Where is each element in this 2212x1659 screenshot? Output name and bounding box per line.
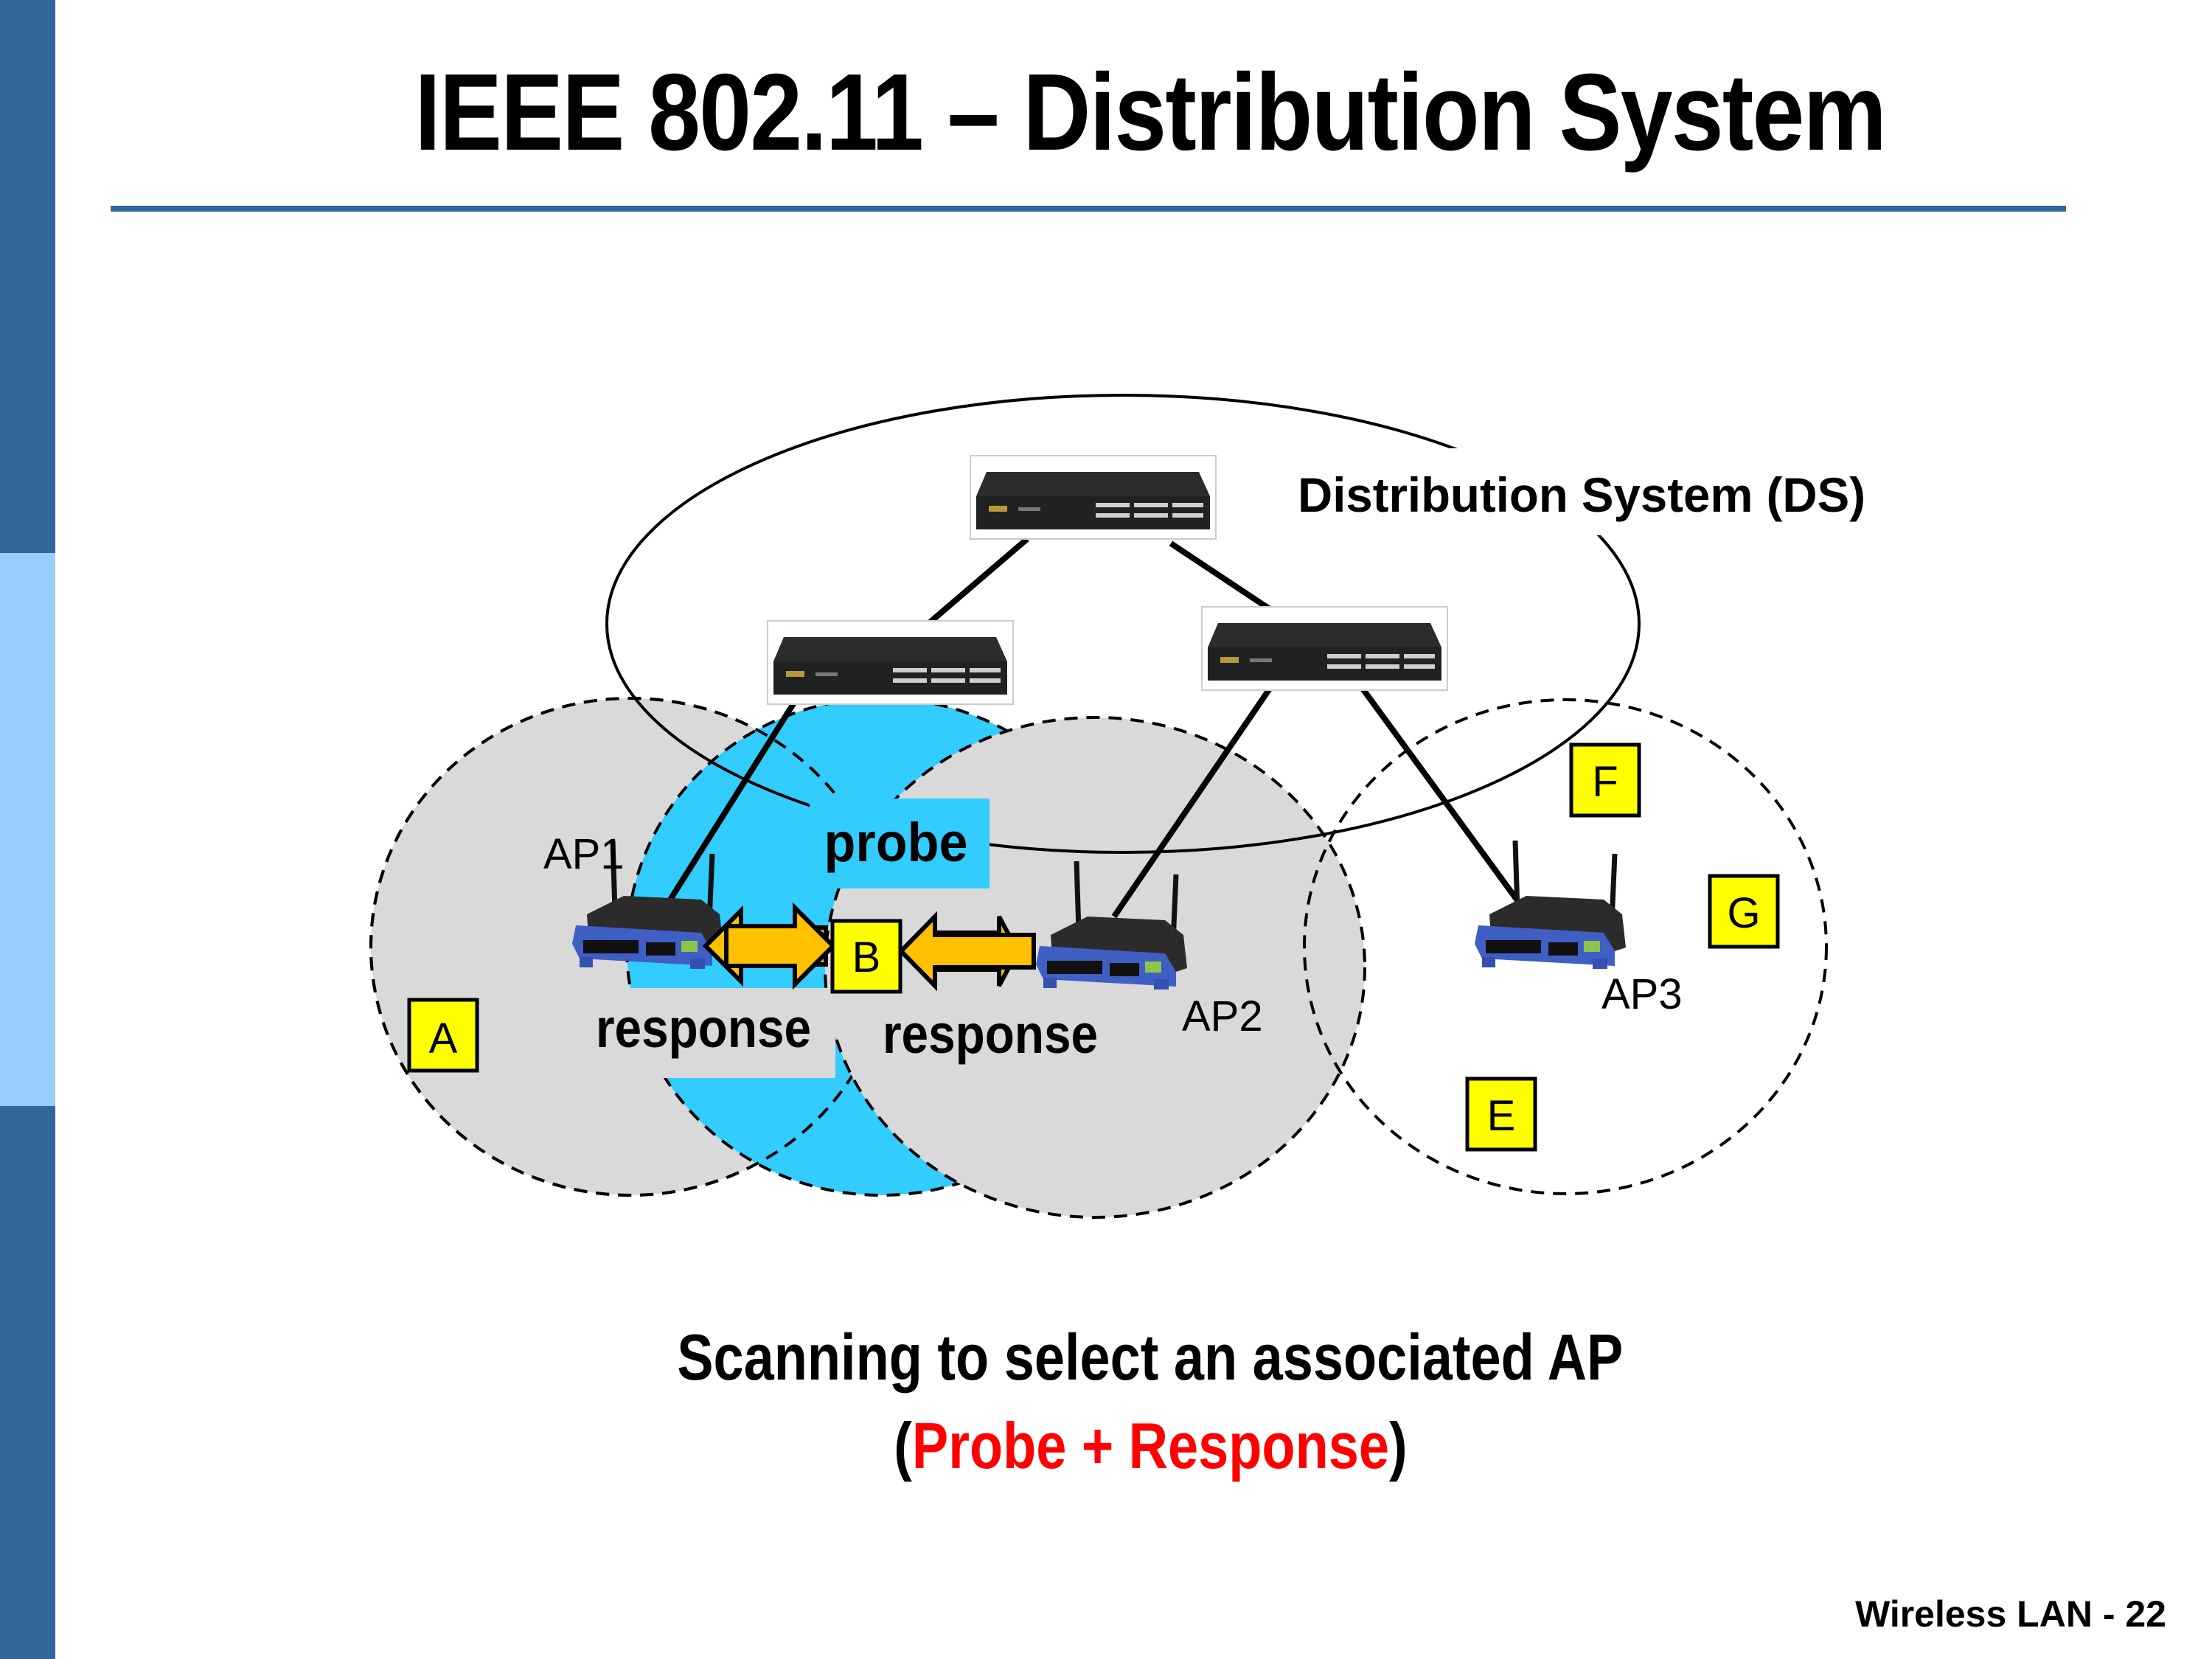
response-ap1-background: [622, 988, 835, 1078]
ds-label: Distribution System (DS): [1298, 467, 1865, 522]
link-left-switch-to-ap1: [660, 700, 797, 914]
ap1-label: AP1: [543, 830, 625, 878]
title-divider: [111, 206, 2066, 212]
caption-highlight: Probe + Response: [911, 1409, 1389, 1482]
network-switch-icon: [970, 455, 1217, 540]
arrow-right-icon: [724, 902, 837, 990]
caption-open-paren: (: [893, 1409, 912, 1482]
caption-close-paren: ): [1388, 1409, 1408, 1482]
double-arrow-ap1-b: [702, 902, 837, 990]
svg-text:E: E: [1487, 1092, 1516, 1140]
slide-title-text: IEEE 802.11 – Distribution System: [414, 52, 1887, 173]
network-switch-icon: [1201, 606, 1448, 691]
sidebar-band-middle: [0, 553, 55, 1106]
station-a: A: [407, 998, 479, 1073]
arrow-left-icon: [897, 911, 1036, 992]
ap2-label: AP2: [1182, 992, 1263, 1040]
link-top-to-right-switch: [1169, 540, 1272, 612]
station-f: F: [1569, 742, 1641, 818]
slide-footer: Wireless LAN - 22: [1855, 1593, 2166, 1635]
svg-text:F: F: [1592, 758, 1618, 806]
link-right-switch-to-ap3: [1360, 686, 1522, 905]
response-ap2-label: response: [883, 1004, 1098, 1065]
caption-line-1: Scanning to select an associated AP: [677, 1321, 1624, 1394]
wireless-router-icon: [1475, 841, 1626, 969]
double-arrow-b-ap2: [897, 911, 1036, 992]
probe-label-background: [810, 799, 990, 888]
link-right-switch-to-ap2: [1111, 686, 1273, 919]
ap3-coverage-area: [1303, 698, 1828, 1195]
svg-text:A: A: [429, 1015, 458, 1062]
station-e: E: [1465, 1077, 1537, 1152]
caption-line-2: (Probe + Response): [413, 1408, 1888, 1484]
link-top-to-left-switch: [922, 536, 1029, 630]
svg-text:B: B: [852, 933, 881, 981]
station-g: G: [1708, 874, 1780, 949]
response-ap1-label: response: [596, 998, 811, 1059]
ap3-label: AP3: [1601, 970, 1683, 1018]
ds-label-background: [1287, 448, 1877, 535]
ds-boundary: [605, 394, 1641, 854]
network-switch-icon: [767, 620, 1014, 705]
station-b: B: [830, 919, 902, 994]
sidebar-accent: [0, 0, 55, 1659]
sidebar-band-bottom: [0, 1106, 55, 1659]
slide-title: IEEE 802.11 – Distribution System: [380, 52, 1921, 173]
svg-text:G: G: [1727, 889, 1760, 937]
sidebar-band-top: [0, 0, 55, 553]
probe-label: probe: [824, 812, 968, 873]
